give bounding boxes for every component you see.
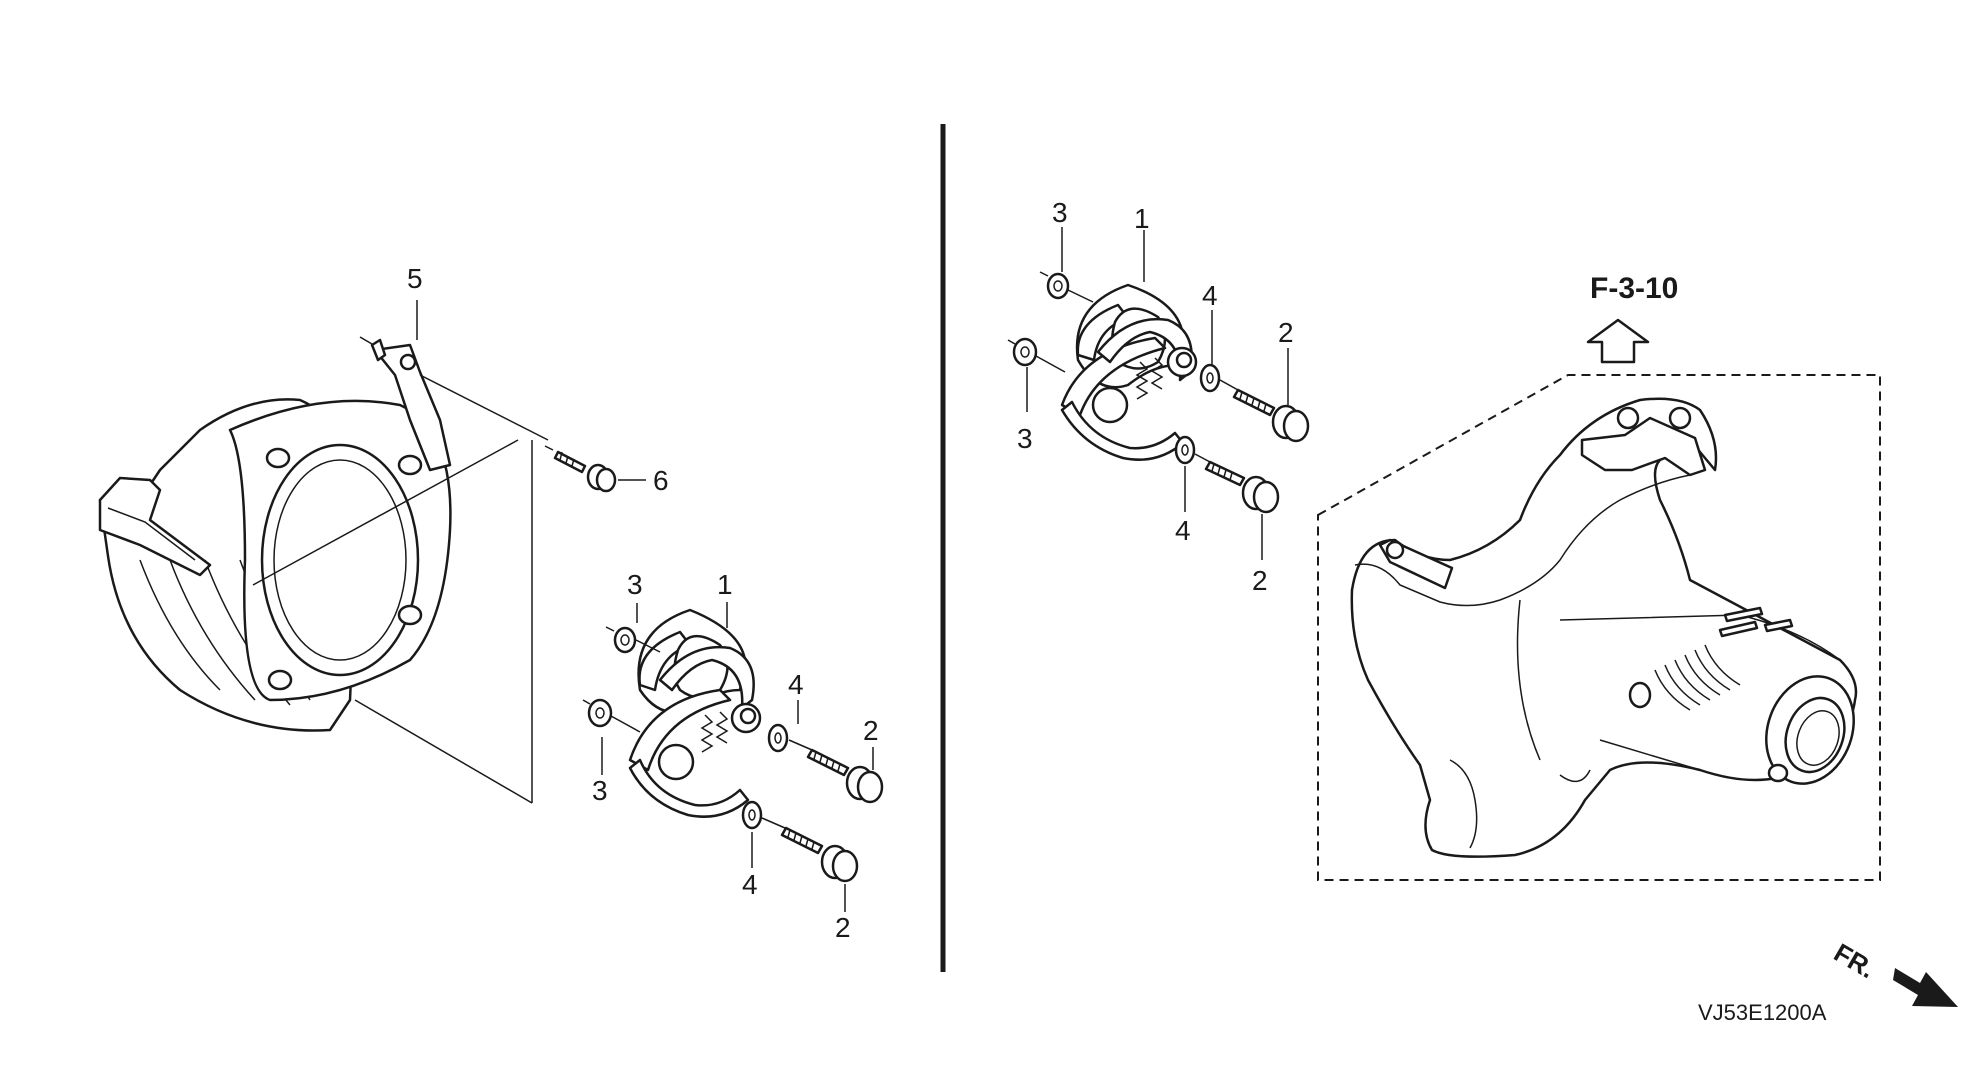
clutch-housing-right <box>1350 397 1858 858</box>
front-indicator-label: FR. <box>1829 937 1880 984</box>
callout-1-right: 1 <box>1134 203 1150 234</box>
callout-5-left: 5 <box>407 263 423 294</box>
callout-3-left-upper: 3 <box>627 569 643 600</box>
washer-3-left-lower <box>582 698 641 733</box>
diagram-code: VJ53E1200A <box>1698 1000 1827 1025</box>
clutch-shoe-assembly-right <box>1060 283 1198 461</box>
washer-4-right-lower <box>1174 435 1211 465</box>
callout-1-left: 1 <box>717 569 733 600</box>
callout-3-right-upper: 3 <box>1052 197 1068 228</box>
washer-4-left-upper <box>767 723 813 753</box>
callout-4-right-upper: 4 <box>1202 280 1218 311</box>
callout-2-left-lower: 2 <box>835 912 851 943</box>
callout-4-left-lower: 4 <box>742 869 758 900</box>
callout-2-right-lower: 2 <box>1252 565 1268 596</box>
callout-4-left-upper: 4 <box>788 669 804 700</box>
reference-label: F-3-10 <box>1590 272 1678 305</box>
callout-2-right-upper: 2 <box>1278 317 1294 348</box>
clutch-bolt-2-left-upper <box>806 748 884 804</box>
washer-3-right-lower <box>1007 337 1066 373</box>
flange-bolt-6 <box>544 445 617 493</box>
reference-dashed-box <box>1317 374 1881 881</box>
clutch-bolt-2-left-lower <box>780 826 859 883</box>
washer-4-left-lower <box>741 800 786 830</box>
clutch-shoe-assembly-left <box>628 608 762 818</box>
reference-arrow-icon <box>1586 318 1650 364</box>
callout-6-left: 6 <box>653 465 669 496</box>
front-direction-indicator: FR. <box>1829 937 1958 1007</box>
clutch-bolt-2-right-upper <box>1232 388 1310 443</box>
callout-2-left-upper: 2 <box>863 715 879 746</box>
washer-3-right-upper <box>1039 271 1094 303</box>
washer-4-right-upper <box>1199 363 1239 393</box>
callout-3-left-lower: 3 <box>592 775 608 806</box>
callout-4-right-lower: 4 <box>1175 515 1191 546</box>
clutch-bolt-2-right-lower <box>1204 460 1280 514</box>
callout-3-right-lower: 3 <box>1017 423 1033 454</box>
clutch-cover-housing <box>98 336 549 804</box>
front-arrow-icon <box>1893 968 1958 1007</box>
washer-3-left-upper <box>605 626 661 654</box>
